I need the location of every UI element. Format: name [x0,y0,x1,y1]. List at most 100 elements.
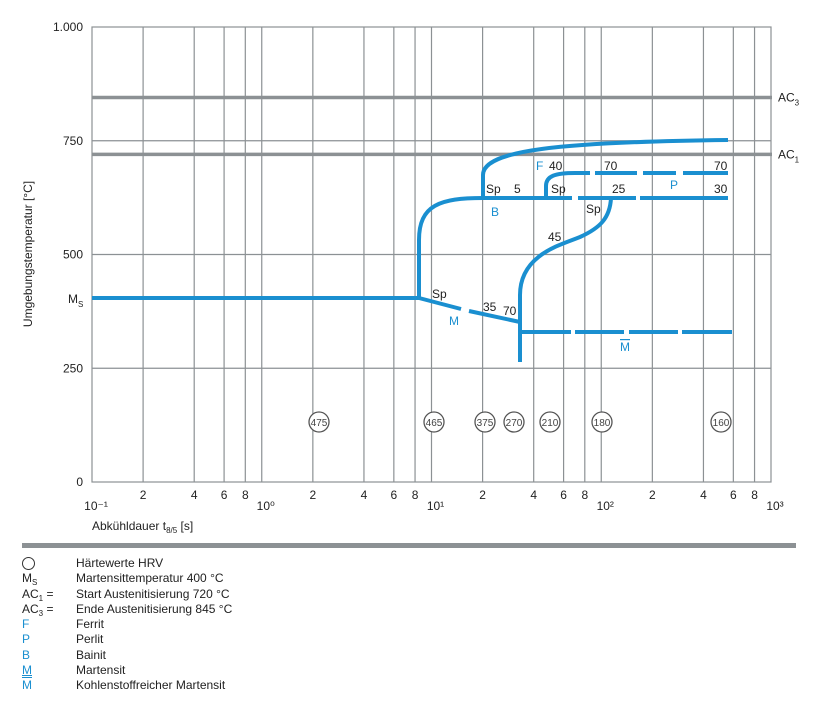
perlit-start-curve [544,171,728,198]
annotation: Sp [551,182,566,196]
hardness-marker: 160 [710,411,732,433]
grid-lines [91,26,772,483]
y-tick-label: 1.000 [53,20,83,34]
annotation: M [620,340,630,354]
ms-label: MS [68,292,83,309]
legend-desc: Start Austenitisierung 720 °C [76,586,230,601]
circle-icon [22,557,35,570]
hardness-marker: 475 [308,411,330,433]
annotation: 5 [514,182,521,196]
legend-item-martensit: M Martensit [22,663,232,678]
x-minor-tick-label: 2 [649,488,656,502]
legend-item-c-martensit: M Kohlenstoffreicher Martensit [22,678,232,693]
reference-label: AC3 [778,91,800,108]
y-tick-label: 0 [76,475,83,489]
annotation: P [670,178,678,192]
legend-key: AC [22,586,39,601]
annotation: 35 [483,300,497,314]
legend-item-perlit: P Perlit [22,632,232,647]
transformation-curves [92,138,732,362]
reference-label: AC1 [778,147,800,164]
legend-item-ac3: AC3 = Ende Austenitisierung 845 °C [22,601,232,618]
y-axis-label: Umgebungstemperatur [°C] [21,181,35,327]
annotation: 70 [604,159,618,173]
legend-key: P [22,632,31,647]
x-minor-tick-label: 6 [730,488,737,502]
annotation: 25 [612,182,626,196]
x-minor-tick-label: 8 [412,488,419,502]
annotation: Sp [432,287,447,301]
x-minor-tick-label: 2 [310,488,317,502]
annotation: B [491,205,499,219]
divider [22,543,796,548]
svg-text:375: 375 [477,418,494,429]
x-decade-label: 10⁻¹ [84,499,108,513]
annotation: 70 [503,304,517,318]
x-minor-tick-label: 2 [479,488,486,502]
annotation: 40 [549,159,563,173]
svg-text:180: 180 [594,418,611,429]
hardness-marker: 270 [503,411,525,433]
annotation: Sp [586,202,601,216]
x-minor-tick-label: 4 [361,488,368,502]
reference-lines [92,95,772,157]
legend: Härtewerte HRV MS Martensittemperatur 40… [22,556,232,694]
annotation: 45 [548,230,562,244]
martensit-curve [418,296,521,324]
x-minor-tick-label: 4 [191,488,198,502]
x-axis-label: Abkühldauer t8/5 [s] [92,519,193,535]
legend-desc: Härtewerte HRV [76,556,164,570]
x-minor-tick-label: 6 [221,488,228,502]
x-minor-tick-label: 8 [581,488,588,502]
annotation: M [449,314,459,328]
x-decade-label: 10¹ [427,499,444,513]
legend-desc: Kohlenstoffreicher Martensit [76,678,226,693]
legend-item-hardness: Härtewerte HRV [22,556,232,571]
bainit-start-curve [417,196,546,298]
legend-desc: Martensit [76,663,126,678]
legend-key: M [22,571,32,586]
annotation: 30 [714,182,728,196]
legend-desc: Martensittemperatur 400 °C [76,571,224,586]
legend-key: M [22,663,32,678]
bainit-end-curve [518,197,613,362]
annotation: 70 [714,159,728,173]
legend-item-bainit: B Bainit [22,648,232,663]
hardness-marker: 465 [423,411,445,433]
legend-key-sub: S [32,578,38,588]
legend-key-suffix: = [43,601,54,616]
legend-desc: Perlit [76,632,104,647]
annotation: F [536,159,543,173]
hardness-markers: 475 465 375 270 210 180 160 [308,411,732,433]
x-decade-label: 10³ [766,499,783,513]
svg-text:160: 160 [713,418,730,429]
ferrit-start-curve [481,138,729,198]
y-tick-label: 500 [63,248,83,262]
legend-key-suffix: = [43,586,54,601]
legend-desc: Ferrit [76,617,104,632]
legend-key: B [22,647,31,662]
x-minor-tick-label: 8 [751,488,758,502]
legend-key: F [22,617,30,632]
hardness-marker: 180 [591,411,613,433]
x-minor-tick-label: 6 [560,488,567,502]
legend-item-ferrit: F Ferrit [22,617,232,632]
x-minor-tick-label: 4 [700,488,707,502]
svg-text:475: 475 [311,418,328,429]
svg-text:210: 210 [542,418,559,429]
legend-desc: Bainit [76,647,107,662]
x-decade-label: 10² [597,499,614,513]
x-decade-label: 10⁰ [257,499,275,513]
annotation: Sp [486,182,501,196]
y-tick-label: 750 [63,134,83,148]
legend-item-ms: MS Martensittemperatur 400 °C [22,571,232,588]
x-minor-tick-label: 4 [530,488,537,502]
legend-key: M [22,678,32,693]
hardness-marker: 210 [539,411,561,433]
svg-text:270: 270 [506,418,523,429]
x-minor-tick-label: 2 [140,488,147,502]
svg-text:465: 465 [426,418,443,429]
